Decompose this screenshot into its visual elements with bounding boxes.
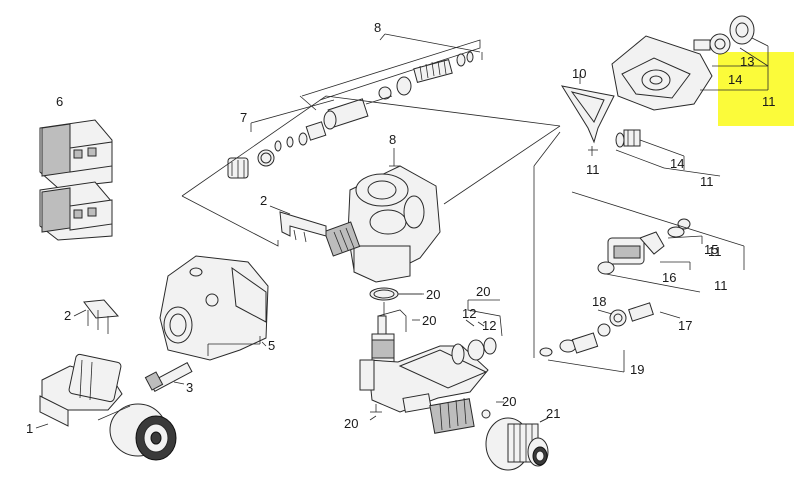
label-3: 3	[186, 380, 193, 395]
part-14-spring	[615, 129, 721, 177]
label-14-highlight: 14	[728, 72, 742, 87]
part-10-valve	[560, 74, 615, 156]
part-2-lower	[83, 299, 120, 334]
label-8-body: 8	[389, 132, 396, 147]
part-6-brackets	[39, 119, 113, 241]
label-11-mid: 11	[708, 244, 722, 259]
part-20-pipe-assembly	[359, 287, 503, 434]
label-20-oring: 20	[426, 287, 440, 302]
label-11-spring: 11	[700, 174, 714, 189]
label-11-highlight: 11	[762, 94, 776, 109]
label-13: 13	[740, 54, 754, 69]
label-14-spring: 14	[670, 156, 684, 171]
label-2-upper: 2	[260, 193, 267, 208]
label-11-valve: 11	[586, 162, 600, 177]
label-6: 6	[56, 94, 63, 109]
label-15: 15	[704, 242, 718, 257]
part-3-screw	[144, 362, 193, 392]
part-5-housing	[159, 255, 269, 361]
part-1-handle	[39, 353, 177, 461]
leader-lines	[35, 293, 549, 429]
label-2-lower: 2	[64, 308, 71, 323]
part-8-body	[323, 148, 441, 283]
label-12-right: 12	[482, 318, 496, 333]
highlight-box	[718, 52, 794, 126]
label-21: 21	[546, 406, 560, 421]
label-16: 16	[662, 270, 676, 285]
part-17-18-19	[539, 302, 681, 373]
label-20-bottom: 20	[344, 416, 358, 431]
label-17: 17	[678, 318, 692, 333]
label-20-pin: 20	[422, 313, 436, 328]
label-19: 19	[630, 362, 644, 377]
tie-lines	[181, 95, 561, 358]
callout-labels: 1 2 2 3 5 6 7 8 8 10 11 11 11 11 11 12 1…	[26, 20, 776, 436]
label-10: 10	[572, 66, 586, 81]
part-13-head	[611, 15, 769, 111]
part-2-upper	[269, 205, 327, 243]
label-5: 5	[268, 338, 275, 353]
part-15-16-valve	[571, 191, 745, 293]
part-8-assembly	[299, 33, 483, 130]
label-8-top: 8	[374, 20, 381, 35]
label-1: 1	[26, 421, 33, 436]
label-11-lower: 11	[714, 278, 728, 293]
label-12-left: 12	[462, 306, 476, 321]
part-7-assembly	[227, 99, 335, 179]
label-7: 7	[240, 110, 247, 125]
label-20-right: 20	[476, 284, 490, 299]
label-18: 18	[592, 294, 606, 309]
part-21-coupling	[485, 417, 549, 471]
label-20-coupling: 20	[502, 394, 516, 409]
